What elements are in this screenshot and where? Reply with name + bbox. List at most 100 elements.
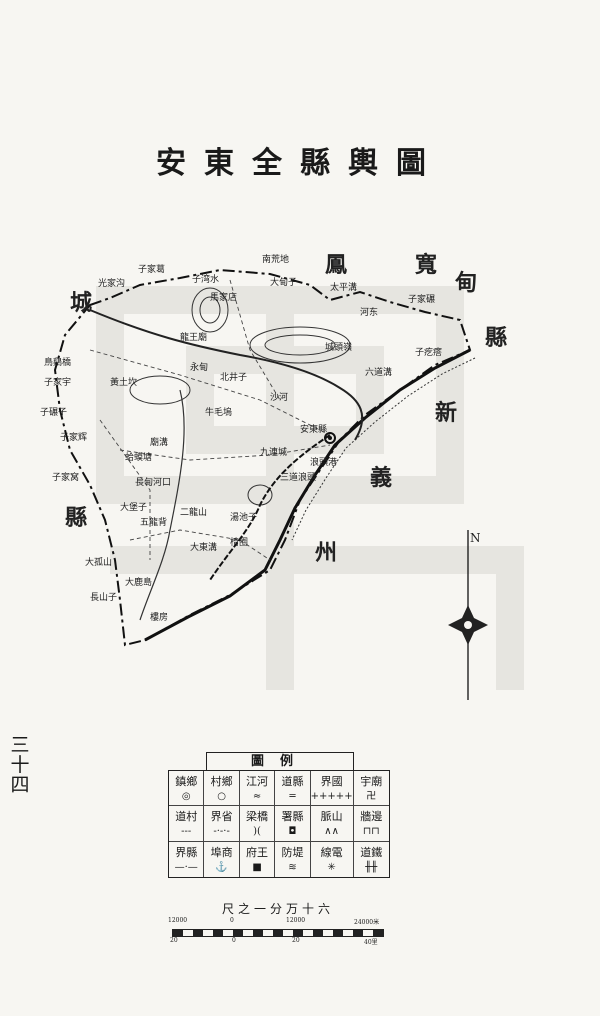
legend-item-label: 脈山 bbox=[320, 810, 343, 824]
scale-tick-label: 0 bbox=[230, 917, 234, 924]
legend: 圖例 鎮鄉◎村鄉○江河≈道縣═界國+++++宇廟卍道村---界省-·-·-梁橋)… bbox=[168, 752, 390, 878]
place-label: 大堡子 bbox=[120, 501, 147, 513]
legend-item-label: 宇廟 bbox=[360, 775, 383, 789]
legend-item: 村鄉○ bbox=[204, 771, 240, 807]
mountains bbox=[129, 287, 351, 506]
label-cheng: 城 bbox=[70, 290, 92, 316]
label-feng: 鳳 bbox=[325, 252, 347, 278]
scale-tick-label: 40里 bbox=[364, 939, 378, 946]
scale-tick-label: 0 bbox=[232, 937, 236, 944]
county-seat-marker bbox=[324, 432, 336, 444]
legend-item: 界省 -·-·- bbox=[204, 806, 240, 842]
place-label: 子湾水 bbox=[192, 273, 219, 285]
place-label: 牛毛塢 bbox=[205, 406, 232, 418]
legend-item: 府王■ bbox=[240, 841, 276, 877]
legend-item-label: 線電 bbox=[320, 846, 343, 860]
legend-symbol-icon: ◘ bbox=[288, 826, 297, 838]
page-number: 三十四 bbox=[10, 734, 30, 796]
place-label: 大東溝 bbox=[190, 541, 217, 553]
place-label: 蛤蟆塘 bbox=[125, 451, 152, 463]
scale-tick-label: 20 bbox=[170, 937, 178, 944]
legend-item-label: 界省 bbox=[210, 810, 233, 824]
legend-item-label: 江河 bbox=[246, 775, 269, 789]
legend-item-label: 道鐵 bbox=[360, 846, 383, 860]
place-label: 河东 bbox=[360, 306, 378, 318]
scale-tick-label: 12000 bbox=[286, 917, 306, 924]
legend-item: 牆邊 ⊓⊓ bbox=[353, 806, 389, 842]
river-branch bbox=[139, 389, 185, 621]
legend-symbol-icon: 卍 bbox=[366, 791, 377, 803]
legend-title: 圖例 bbox=[206, 752, 354, 771]
place-label: 子家宇 bbox=[44, 376, 71, 388]
legend-symbol-icon: ⚓ bbox=[215, 862, 228, 874]
legend-symbol-icon: ≈ bbox=[252, 791, 262, 803]
place-label: 子碾子 bbox=[40, 407, 67, 418]
place-label: 馬家店 bbox=[210, 291, 237, 303]
place-label: 湯池子 bbox=[230, 511, 257, 523]
legend-item: 界國+++++ bbox=[310, 771, 354, 807]
place-label: 六道溝 bbox=[365, 366, 392, 378]
label-kuan: 寬 bbox=[415, 252, 437, 278]
scale-tick-label: 24000米 bbox=[354, 919, 380, 926]
legend-symbol-icon: -·-·- bbox=[213, 826, 230, 838]
place-label: 樓房 bbox=[150, 611, 168, 623]
map-title: 安東全縣輿圖 bbox=[156, 146, 444, 181]
scale-tick-label: 12000 bbox=[168, 917, 188, 924]
scale-tick-label: 20 bbox=[292, 937, 300, 944]
legend-symbol-icon: ≋ bbox=[288, 862, 297, 874]
place-label: 二龍山 bbox=[180, 506, 207, 518]
place-label: 子家窝 bbox=[52, 471, 79, 483]
place-label: 長甸河口 bbox=[135, 476, 171, 488]
legend-item: 江河 ≈ bbox=[239, 771, 276, 807]
legend-item-label: 梁橋 bbox=[246, 810, 269, 824]
legend-item: 防堤≋ bbox=[275, 841, 311, 877]
legend-item-label: 道村 bbox=[175, 810, 198, 824]
coastal-dike bbox=[291, 357, 476, 541]
place-label: 廟溝 bbox=[150, 436, 168, 448]
scale-ruler bbox=[172, 929, 384, 937]
place-label: 南荒地 bbox=[262, 253, 289, 265]
map-svg: 寬 甸 縣 新 義 州 縣 城 鳳 南荒地 子家碾 子疙瘩 河东 大甸子 子家葛… bbox=[40, 252, 524, 700]
legend-symbol-icon: ∧∧ bbox=[324, 826, 339, 838]
legend-item-label: 道縣 bbox=[281, 775, 304, 789]
place-label: 北井子 bbox=[220, 371, 247, 383]
place-label: 五龍背 bbox=[140, 516, 167, 528]
legend-item: 界縣—·— bbox=[169, 841, 205, 877]
label-xian-east: 縣 bbox=[485, 325, 507, 351]
label-yi: 義 bbox=[370, 465, 392, 491]
place-label: 黃土坎 bbox=[110, 376, 137, 388]
compass-rose: N bbox=[448, 530, 488, 700]
watermark-seal bbox=[96, 286, 524, 690]
legend-symbol-icon: ╫╫ bbox=[365, 862, 378, 874]
legend-item: 脈山 ∧∧ bbox=[310, 806, 354, 842]
legend-symbol-icon: ⊓⊓ bbox=[362, 826, 380, 838]
compass-north-label: N bbox=[470, 531, 481, 545]
roads bbox=[89, 279, 331, 561]
place-label: 九連城 bbox=[260, 446, 287, 458]
scale-bottom-numbers: 20 0 20 40里 bbox=[168, 937, 388, 949]
legend-item: 宇廟卍 bbox=[353, 771, 389, 807]
label-xin: 新 bbox=[435, 400, 457, 426]
place-label: 永甸 bbox=[190, 361, 208, 373]
legend-item-label: 牆邊 bbox=[360, 810, 383, 824]
county-boundary bbox=[53, 268, 472, 647]
place-labels: 南荒地 子家碾 子疙瘩 河东 大甸子 子家葛 子湾水 光家沟 鳥鷄橋 子家宇 子… bbox=[40, 253, 442, 623]
legend-item-label: 府王 bbox=[246, 846, 269, 860]
legend-symbol-icon: ═ bbox=[289, 791, 296, 803]
place-label: 長山子 bbox=[90, 592, 117, 603]
legend-symbol-icon: ✳ bbox=[327, 862, 336, 874]
legend-item: 道村 --- bbox=[169, 806, 205, 842]
legend-item-label: 埠商 bbox=[210, 846, 233, 860]
place-label: 鳥鷄橋 bbox=[44, 356, 71, 368]
place-label: 子家葛 bbox=[138, 263, 165, 275]
railway bbox=[209, 434, 331, 581]
legend-item-label: 村鄉 bbox=[210, 775, 233, 789]
place-label: 安東縣 bbox=[300, 423, 327, 435]
scale-top-numbers: 12000 0 12000 24000米 bbox=[168, 917, 388, 929]
place-label: 子家碾 bbox=[408, 293, 435, 305]
place-label: 沙河 bbox=[270, 391, 288, 403]
legend-symbol-icon: —·— bbox=[174, 862, 198, 874]
label-xian-west: 縣 bbox=[65, 505, 87, 531]
legend-symbol-icon: --- bbox=[181, 826, 192, 838]
